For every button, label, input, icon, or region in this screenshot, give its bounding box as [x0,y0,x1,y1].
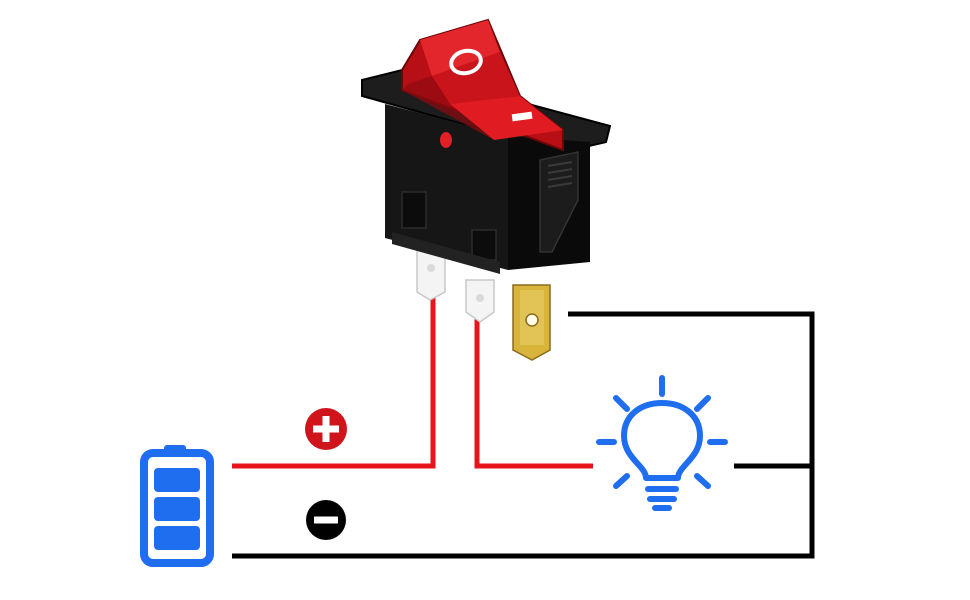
battery-bar-2 [154,497,200,521]
switch-output-terminal [512,284,551,361]
negative-marker: − [306,500,346,540]
battery-bar-3 [154,526,200,550]
battery-bar-1 [154,468,200,492]
switch-off-mark-ring [449,48,483,76]
switch-output-wire [232,311,815,559]
indicator-dot [440,132,452,148]
switch-latch-front [401,191,427,229]
light-bulb-icon [596,375,728,511]
positive-wire-battery-to-switch [232,292,436,469]
battery-icon [140,445,214,567]
rocker-switch: O I [361,18,612,361]
switch-terminal-2 [465,279,495,323]
wires [232,292,815,559]
positive-wire-switch-to-lamp [474,318,593,469]
positive-marker: + [305,408,347,450]
switch-on-mark [511,111,533,122]
